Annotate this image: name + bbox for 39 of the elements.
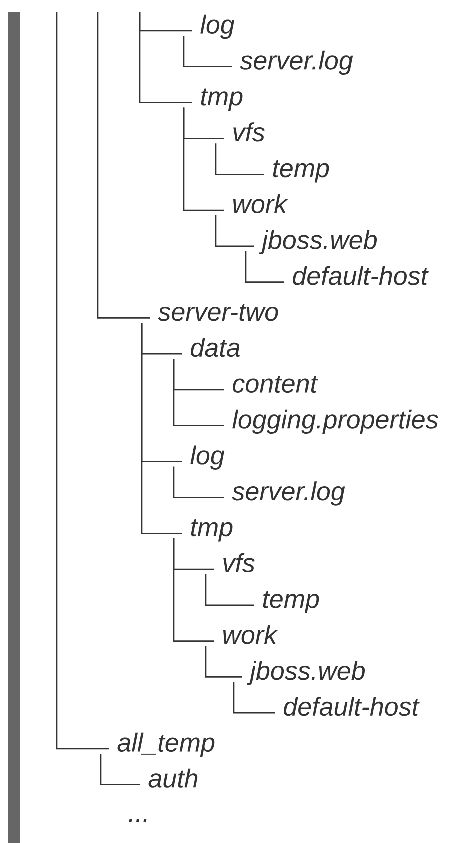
folder-name: temp	[273, 160, 330, 183]
tree-line	[100, 754, 140, 786]
folder-name: data	[191, 338, 240, 358]
folder-name: all_temp	[118, 732, 215, 758]
folder-name: temp	[263, 591, 320, 614]
tree-line	[56, 12, 109, 750]
folder-name: log	[190, 446, 225, 470]
tree-line	[173, 538, 214, 642]
tree-line	[173, 466, 224, 498]
tree-line	[139, 12, 192, 104]
folder-name: auth	[148, 768, 198, 788]
folder-name: tmp	[191, 520, 233, 542]
folder-name: work	[234, 194, 288, 214]
folder-name: jboss.web	[259, 230, 377, 255]
tree-line	[205, 574, 254, 606]
tree-line	[183, 108, 224, 212]
tree-line	[97, 12, 150, 319]
tree-line	[215, 144, 264, 176]
folder-name: work	[224, 625, 278, 644]
folder-name: server.log	[240, 50, 354, 76]
folder-name: tmp	[201, 88, 243, 111]
folder-name: server-two	[158, 304, 278, 322]
tree-line	[205, 646, 242, 678]
folder-name: jboss.web	[247, 661, 365, 686]
folder-name: server.log	[232, 482, 346, 506]
ellipsis: ...	[129, 819, 147, 822]
tree-line	[141, 323, 182, 534]
folder-name: log	[200, 14, 235, 40]
folder-name: vfs	[234, 122, 265, 142]
tree-line	[183, 36, 232, 68]
folder-name: default-host	[293, 266, 429, 286]
folder-name: logging.properties	[232, 410, 438, 434]
folder-name: default-host	[284, 697, 420, 716]
tree-line	[233, 682, 275, 714]
tree-line	[173, 359, 224, 427]
tree-line	[245, 251, 284, 283]
folder-name: vfs	[224, 553, 255, 572]
folder-name: content	[233, 376, 318, 393]
tree-line	[215, 215, 254, 248]
